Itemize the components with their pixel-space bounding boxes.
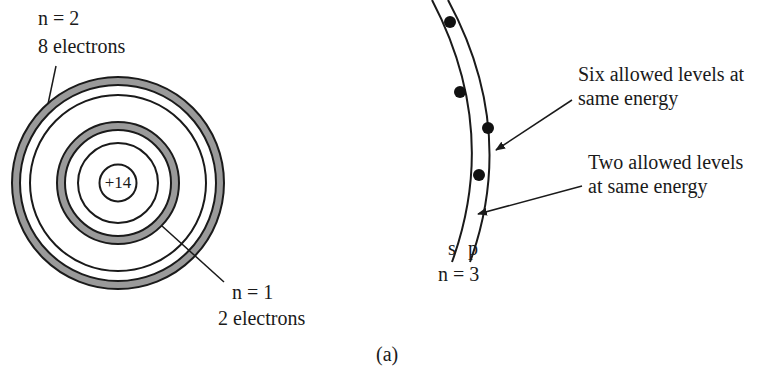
level-note: Two allowed levels at same energy <box>588 150 756 198</box>
shell-line <box>65 130 171 236</box>
shell-line <box>20 85 216 281</box>
shell-band <box>16 81 220 285</box>
subshell-label: s <box>448 236 456 260</box>
level-note: Six allowed levels at same energy <box>578 62 746 110</box>
leader-line <box>162 226 224 282</box>
shell-line <box>78 143 158 223</box>
shell-line <box>12 77 224 289</box>
electron-dot <box>482 122 494 134</box>
leader-line <box>48 66 56 104</box>
shell-line <box>30 95 206 271</box>
electron-dot <box>454 86 466 98</box>
electron-count: 2 electrons <box>218 306 305 330</box>
shell-number: n = 3 <box>438 262 479 286</box>
electron-dot <box>444 16 456 28</box>
figure-label: (a) <box>376 342 398 366</box>
shell-number: n = 1 <box>232 280 273 304</box>
shell-line <box>57 122 179 244</box>
leader-arrow <box>496 100 572 150</box>
leader-arrow <box>478 186 582 214</box>
nucleus-charge: +14 <box>105 173 132 193</box>
electron-count: 8 electrons <box>38 34 125 58</box>
shell-number: n = 2 <box>38 6 79 30</box>
electron-dot <box>473 169 485 181</box>
nucleus-circle: +14 <box>98 163 138 203</box>
shell-band <box>61 126 175 240</box>
subshell-label: p <box>468 236 478 260</box>
